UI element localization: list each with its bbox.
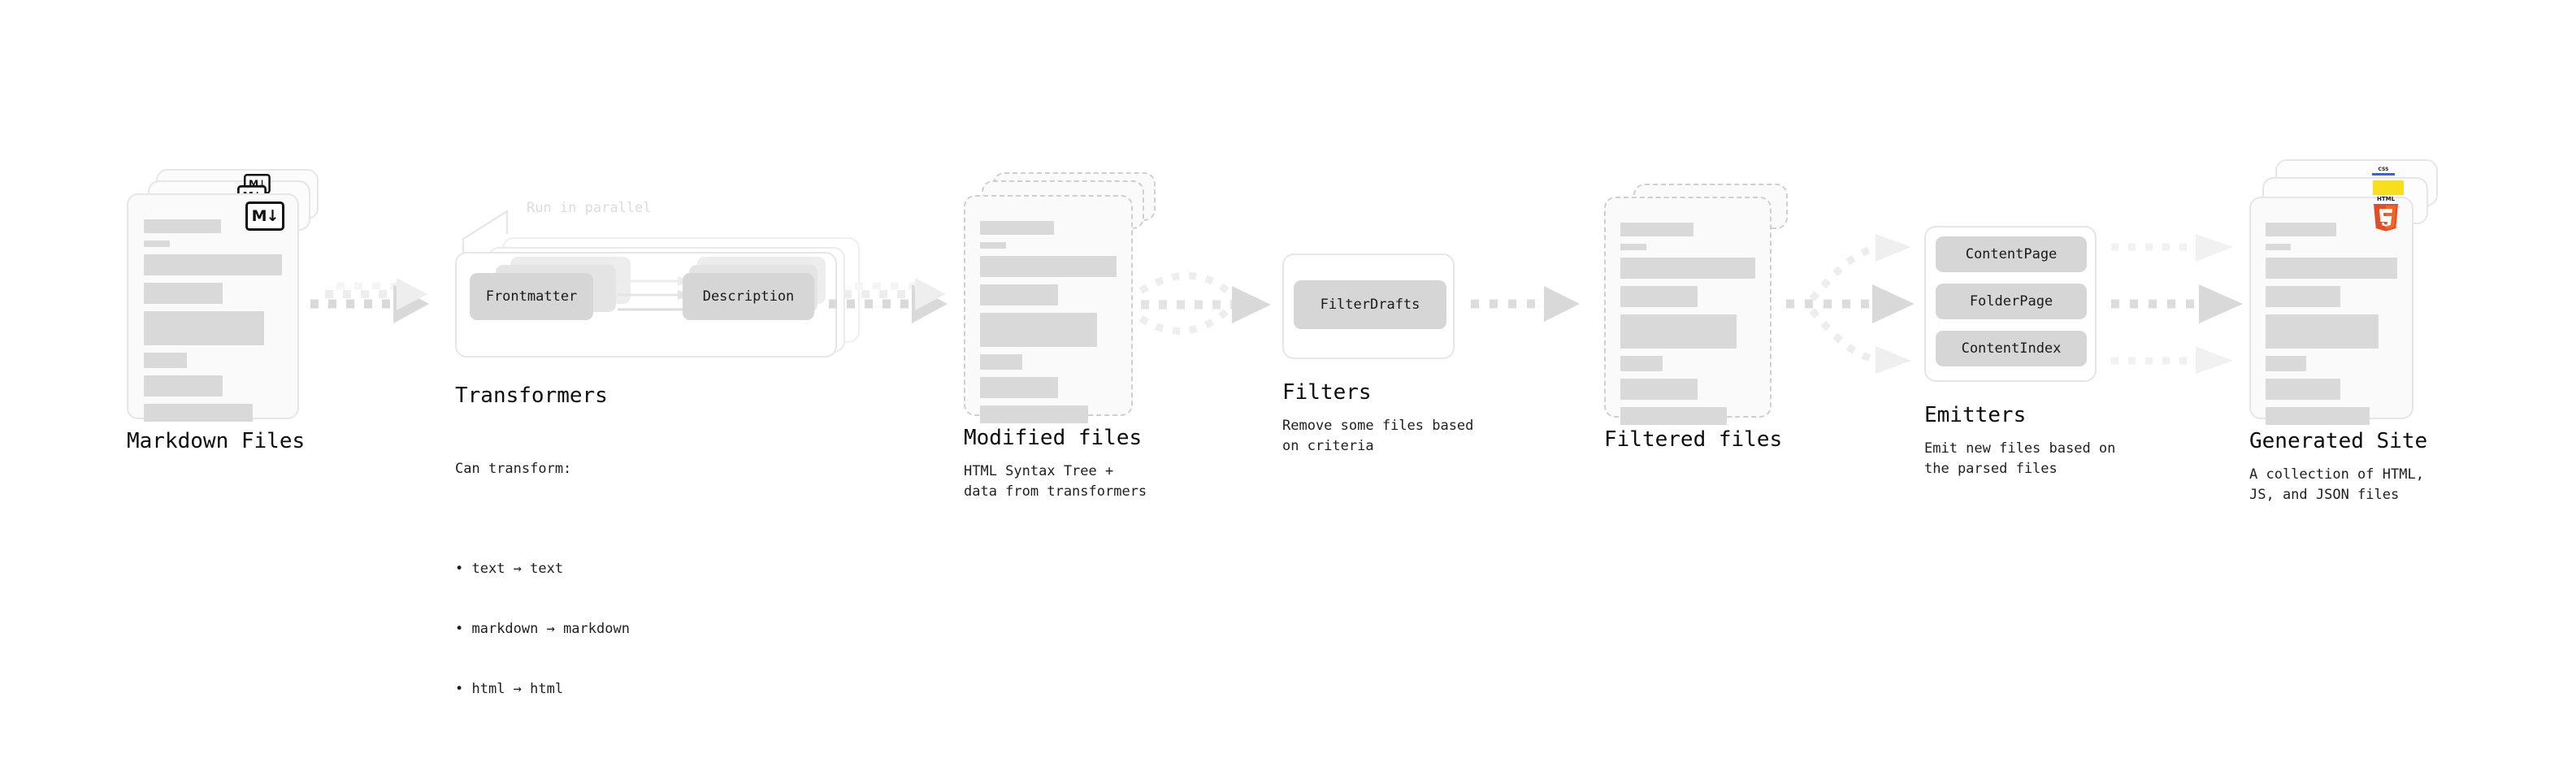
markdown-badge-front: M↓ (245, 202, 284, 231)
doc-bar (1620, 356, 1663, 371)
site-file-card-front (2249, 197, 2413, 425)
doc-bar (2265, 379, 2341, 400)
transformer-pill-description[interactable]: Description (683, 273, 814, 320)
html5-badge-icon: HTML (2374, 196, 2398, 232)
doc-bar (1620, 314, 1737, 349)
doc-bar (1620, 244, 1646, 250)
doc-bar (1620, 286, 1698, 307)
modified-files-title: Modified files (964, 426, 1143, 450)
doc-bar (980, 405, 1088, 423)
connector-filters-to-filtered (1471, 286, 1580, 322)
run-in-parallel-label: Run in parallel (527, 200, 652, 216)
doc-bar (143, 254, 283, 275)
doc-bar (980, 377, 1058, 398)
filters-title: Filters (1282, 380, 1372, 405)
doc-bar (143, 311, 265, 345)
doc-bar (980, 242, 1007, 249)
generated-site-title: Generated Site (2249, 429, 2428, 453)
transformers-title: Transformers (455, 384, 608, 408)
diagram-canvas: M↓ M↓ M↓ Markdown Files (0, 0, 2576, 681)
doc-bar (2265, 356, 2307, 371)
doc-bar (2265, 223, 2337, 236)
connector-transformers-to-modified (829, 278, 948, 323)
doc-bar (980, 313, 1098, 347)
doc-bar (2265, 407, 2370, 425)
doc-bar (2265, 258, 2398, 279)
connector-emitters-to-site (2111, 234, 2243, 374)
html5-badge-text: HTML (2377, 196, 2396, 202)
doc-bar (980, 284, 1058, 306)
doc-bar (980, 256, 1117, 277)
filters-caption: Remove some files based on criteria (1282, 418, 1474, 454)
markdown-files-title: Markdown Files (127, 429, 306, 453)
doc-bar (2265, 314, 2379, 349)
transformers-bullet-list: text → text markdown → markdown html → h… (455, 519, 630, 739)
doc-bar (1620, 223, 1693, 236)
js-badge-icon (2373, 180, 2404, 195)
emitter-pill-contentpage[interactable]: ContentPage (1936, 236, 2087, 272)
doc-bar (980, 354, 1023, 370)
doc-bar (1620, 407, 1728, 425)
transformers-bullet: text → text (455, 559, 630, 579)
emitters-caption: Emit new files based on the parsed files (1924, 440, 2116, 477)
connector-filtered-to-emitters (1786, 234, 1915, 374)
css-badge-icon: CSS (2372, 167, 2395, 176)
doc-bar (143, 240, 171, 247)
transformer-pill-frontmatter[interactable]: Frontmatter (470, 273, 593, 320)
filtered-files-title: Filtered files (1604, 427, 1783, 452)
transformers-caption: Can transform: text → text markdown → ma… (455, 419, 630, 780)
transformers-caption-lead: Can transform: (455, 461, 572, 478)
run-in-parallel-bracket (462, 209, 509, 262)
filtered-file-content (1620, 223, 1755, 425)
doc-bar (2265, 286, 2341, 307)
emitter-pill-contentindex[interactable]: ContentIndex (1936, 331, 2087, 366)
markdown-file-content (143, 219, 283, 422)
markdown-file-card-front (127, 193, 299, 422)
filter-pill-filterdrafts[interactable]: FilterDrafts (1294, 280, 1446, 329)
doc-bar (143, 283, 223, 304)
emitters-title: Emitters (1924, 403, 2027, 427)
doc-bar (1620, 258, 1755, 279)
filtered-file-card-front (1604, 197, 1772, 425)
css-badge-text: CSS (2379, 167, 2389, 172)
connector-markdown-to-transformers (310, 278, 429, 323)
transformers-bullet: html → html (455, 679, 630, 700)
generated-site-caption: A collection of HTML, JS, and JSON files (2249, 466, 2424, 503)
emitter-pill-folderpage[interactable]: FolderPage (1936, 284, 2087, 319)
doc-bar (2265, 244, 2291, 250)
modified-files-caption: HTML Syntax Tree + data from transformer… (964, 463, 1147, 500)
modified-file-card-front (964, 195, 1133, 423)
doc-bar (143, 219, 222, 233)
doc-bar (1620, 379, 1698, 400)
connector-modified-to-filters (1138, 271, 1271, 335)
site-file-content (2265, 223, 2398, 425)
doc-bar (143, 353, 187, 368)
doc-bar (143, 375, 223, 396)
doc-bar (143, 404, 254, 422)
modified-file-content (980, 221, 1117, 423)
transformers-bullet: markdown → markdown (455, 619, 629, 639)
doc-bar (980, 221, 1054, 235)
